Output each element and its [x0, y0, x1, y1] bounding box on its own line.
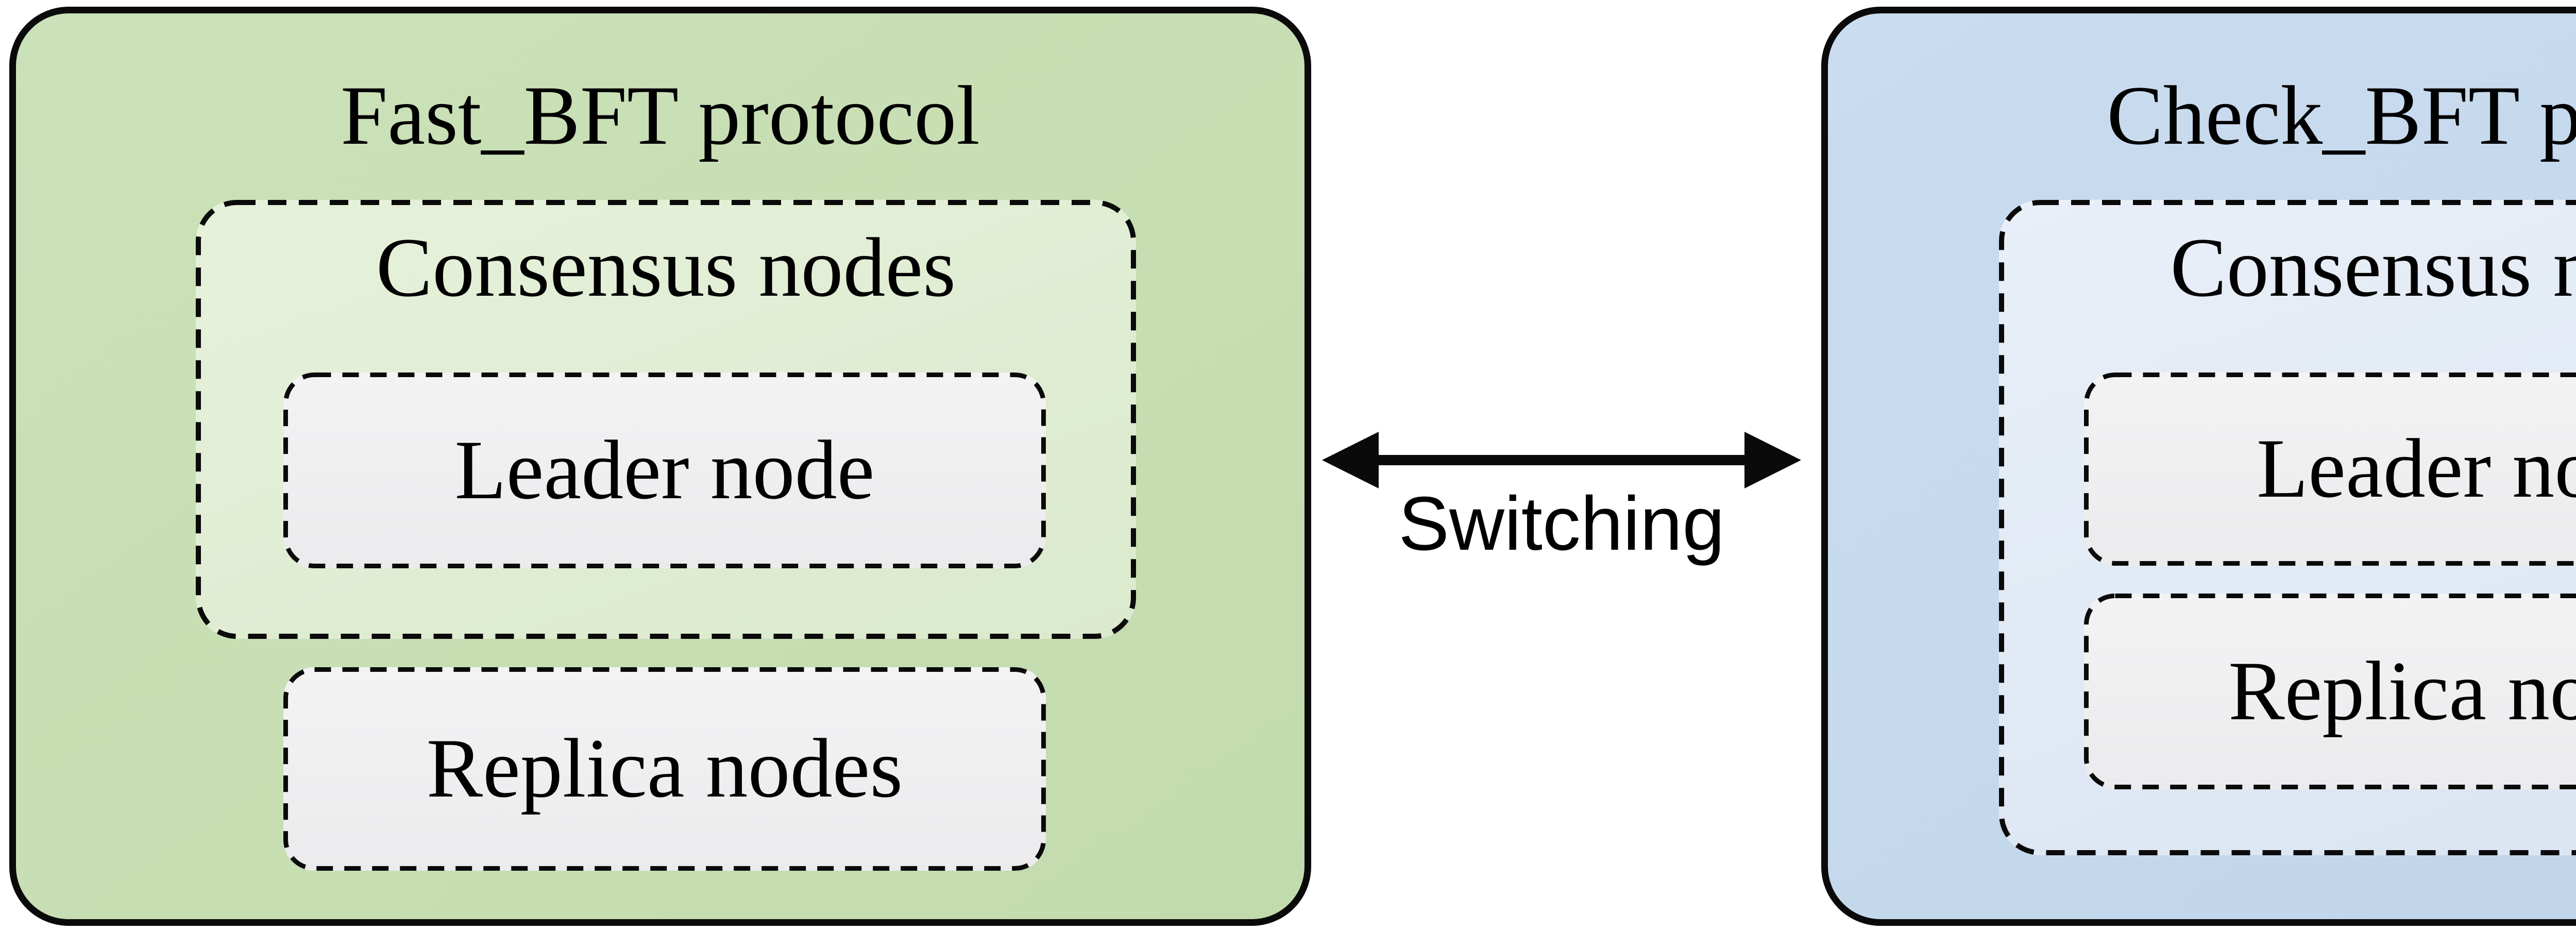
fast-bft-replica-nodes-box: Replica nodes [283, 667, 1046, 871]
fast-bft-consensus-nodes-label: Consensus nodes [376, 221, 956, 314]
fast-bft-consensus-nodes-box: Consensus nodes Leader node [196, 200, 1136, 639]
fast-bft-protocol-title: Fast_BFT protocol [341, 69, 980, 162]
fast-bft-leader-node-label: Leader node [454, 423, 875, 517]
check-bft-consensus-nodes-label: Consensus nodes [2170, 221, 2576, 314]
check-bft-replica-nodes-label: Replica nodes [2228, 644, 2576, 738]
switching-label: Switching [1398, 481, 1725, 566]
double-arrow-icon [1322, 432, 1801, 488]
fast-bft-protocol-box: Fast_BFT protocol Consensus nodes Leader… [9, 7, 1311, 926]
fast-bft-leader-node-box: Leader node [283, 373, 1046, 568]
check-bft-protocol-box: Check_BFT protocol Consensus nodes Leade… [1821, 7, 2576, 926]
switching-connector: Switching [1314, 414, 1809, 630]
check-bft-leader-node-box: Leader node [2084, 373, 2576, 566]
fast-bft-replica-nodes-label: Replica nodes [426, 722, 903, 816]
check-bft-protocol-title: Check_BFT protocol [2107, 69, 2576, 162]
check-bft-consensus-nodes-box: Consensus nodes Leader node Replica node… [1999, 200, 2576, 855]
check-bft-replica-nodes-box: Replica nodes [2084, 594, 2576, 789]
check-bft-leader-node-label: Leader node [2257, 422, 2576, 516]
